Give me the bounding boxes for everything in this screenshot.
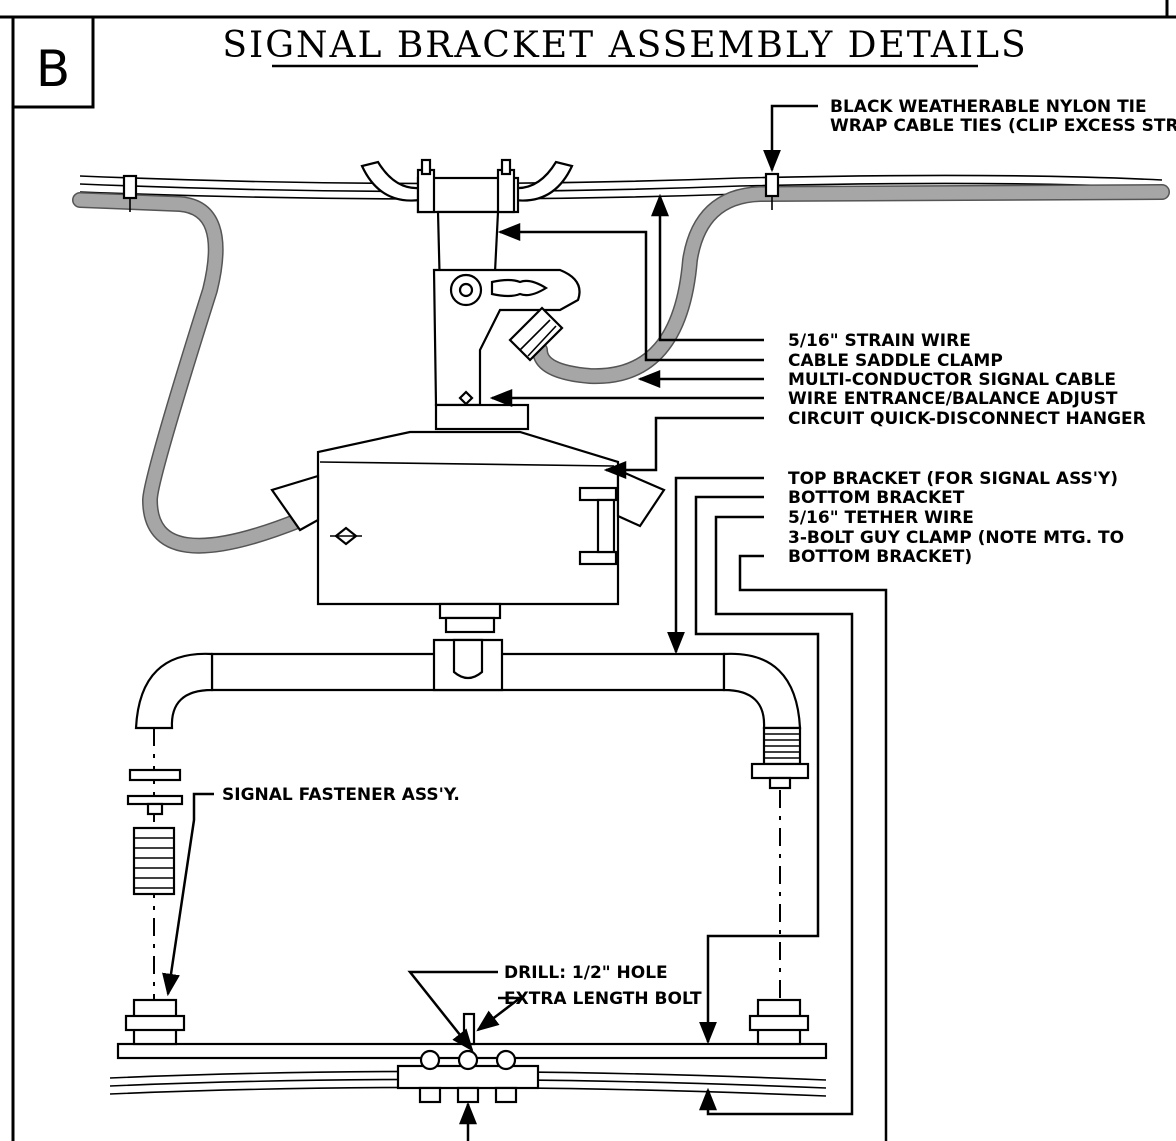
sheet-letter: B (36, 40, 70, 98)
callout-extra-length-bolt: EXTRA LENGTH BOLT (504, 989, 702, 1009)
nylon-tie-right (764, 172, 780, 210)
callout-labels: BLACK WEATHERABLE NYLON TIE WRAP CABLE T… (222, 97, 1176, 1009)
callout-strain-wire: 5/16" STRAIN WIRE (788, 331, 971, 351)
callout-nylon-tie-line1: BLACK WEATHERABLE NYLON TIE (830, 97, 1147, 117)
callout-wire-entrance: WIRE ENTRANCE/BALANCE ADJUST (788, 389, 1118, 409)
leader-lines (162, 104, 888, 1141)
callout-nylon-tie-line2: WRAP CABLE TIES (CLIP EXCESS STRAP (830, 116, 1176, 136)
sheet-letter-box: B (11, 15, 95, 109)
nylon-tie-left (122, 174, 138, 212)
signal-housing (270, 430, 666, 634)
signal-cable (72, 184, 1170, 554)
signal-fastener-assembly (126, 768, 184, 896)
callout-top-bracket: TOP BRACKET (FOR SIGNAL ASS'Y) (788, 469, 1118, 489)
guy-clamp (396, 1049, 540, 1104)
callout-cable-saddle-clamp: CABLE SADDLE CLAMP (788, 351, 1003, 371)
drawing-title: SIGNAL BRACKET ASSEMBLY DETAILS (222, 25, 1027, 66)
callout-disconnect-hanger: CIRCUIT QUICK-DISCONNECT HANGER (788, 409, 1146, 429)
callout-guy-clamp-line2: BOTTOM BRACKET) (788, 547, 972, 567)
callout-bottom-bracket: BOTTOM BRACKET (788, 488, 965, 508)
callout-tether-wire: 5/16" TETHER WIRE (788, 508, 974, 528)
cable-saddle-clamp (360, 158, 574, 214)
right-bracket-threads (750, 726, 810, 790)
callout-signal-fastener: SIGNAL FASTENER ASS'Y. (222, 785, 460, 805)
callout-drill-hole: DRILL: 1/2" HOLE (504, 963, 668, 983)
disconnect-hanger-body (432, 210, 581, 431)
callout-signal-cable: MULTI-CONDUCTOR SIGNAL CABLE (788, 370, 1116, 390)
callout-guy-clamp-line1: 3-BOLT GUY CLAMP (NOTE MTG. TO (788, 528, 1124, 548)
top-bracket (134, 638, 802, 730)
